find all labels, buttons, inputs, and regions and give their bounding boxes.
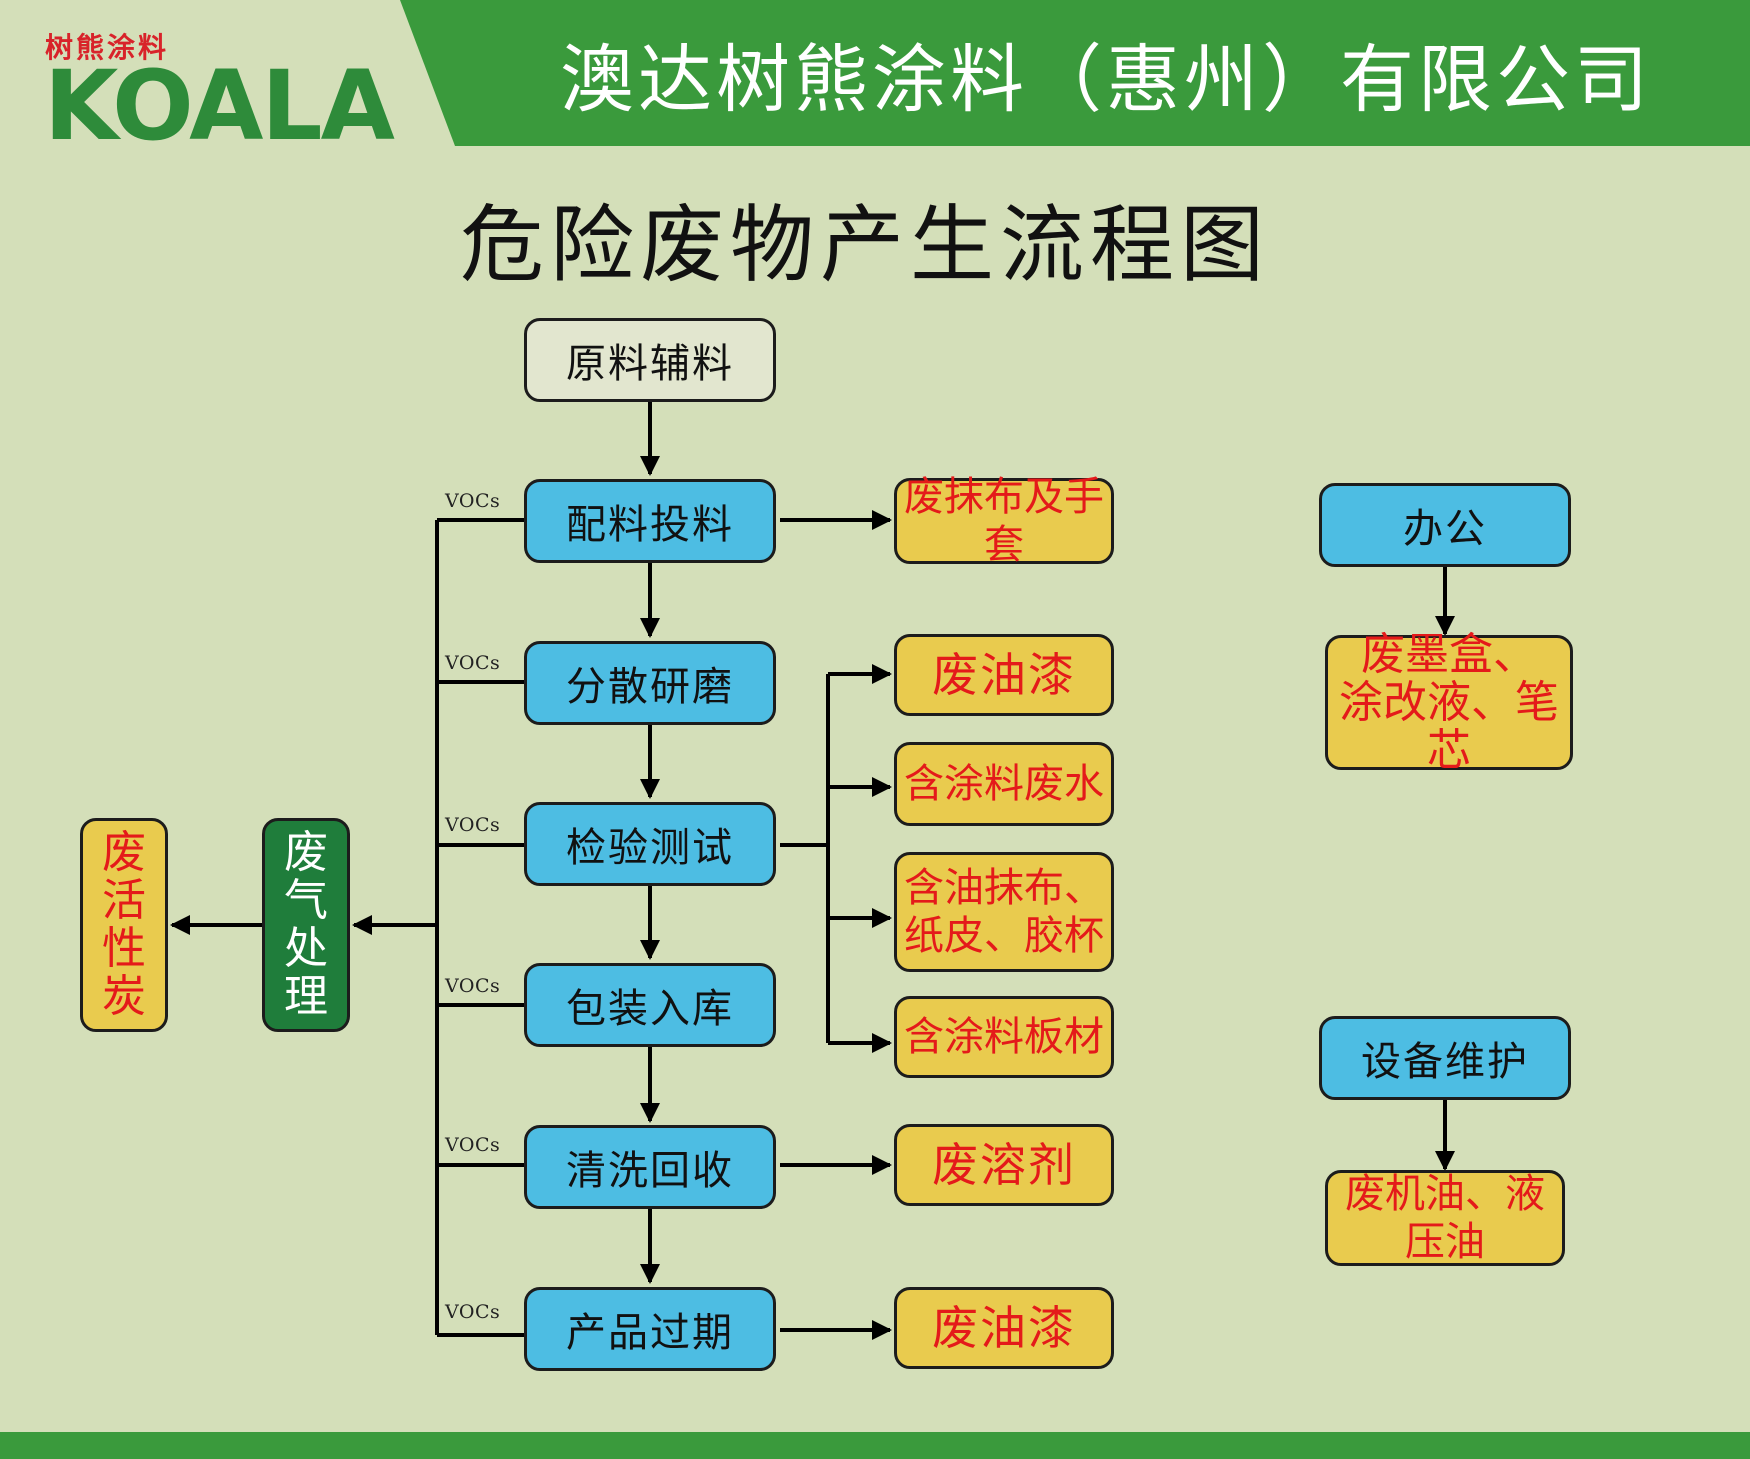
chart-title: 危险废物产生流程图	[460, 196, 1271, 294]
waste-label-line1: 含油抹布、	[904, 865, 1104, 911]
node-waste-activated-carbon: 废 活 性 炭	[80, 818, 168, 1032]
waste-label: 废油漆	[932, 648, 1076, 702]
node-step-batching: 配料投料	[524, 479, 776, 563]
node-label: 分散研磨	[566, 664, 734, 710]
waste-paint: 废油漆	[894, 634, 1114, 716]
node-step-cleaning: 清洗回收	[524, 1125, 776, 1209]
node-label: 原料辅料	[566, 341, 734, 387]
vocs-label: VOCs	[445, 1134, 501, 1156]
node-office: 办公	[1319, 483, 1571, 567]
waste-label-line2: 纸皮、胶杯	[904, 913, 1104, 959]
header-banner	[400, 0, 1750, 146]
node-step-expired: 产品过期	[524, 1287, 776, 1371]
footer-bar	[0, 1432, 1750, 1459]
node-step-testing: 检验测试	[524, 802, 776, 886]
node-equipment-maintenance: 设备维护	[1319, 1016, 1571, 1100]
waste-label: 废油漆	[932, 1301, 1076, 1355]
gas-char: 气	[284, 875, 328, 926]
waste-office-supplies: 废墨盒、 涂改液、笔芯	[1325, 630, 1573, 774]
vocs-label: VOCs	[445, 814, 501, 836]
node-label: 设备维护	[1361, 1039, 1529, 1085]
vocs-label: VOCs	[445, 490, 501, 512]
waste-solvent: 废溶剂	[894, 1124, 1114, 1206]
waste-coating-wastewater: 含涂料废水	[894, 742, 1114, 826]
waste-label: 含涂料板材	[904, 1014, 1104, 1060]
node-raw-materials: 原料辅料	[524, 318, 776, 402]
koala-logo: KOALA	[44, 50, 395, 162]
node-step-packaging: 包装入库	[524, 963, 776, 1047]
gas-char: 废	[284, 827, 328, 878]
waste-rags-gloves: 废抹布及手套	[894, 474, 1114, 568]
node-step-grinding: 分散研磨	[524, 641, 776, 725]
gas-char: 理	[284, 971, 328, 1022]
waste-oily-rags-cups: 含油抹布、 纸皮、胶杯	[894, 852, 1114, 972]
carbon-char: 活	[102, 875, 146, 926]
carbon-char: 废	[102, 827, 146, 878]
node-label: 产品过期	[566, 1310, 734, 1356]
carbon-char: 性	[102, 923, 146, 974]
waste-coated-boards: 含涂料板材	[894, 996, 1114, 1078]
vocs-label: VOCs	[445, 1301, 501, 1323]
gas-char: 处	[284, 923, 328, 974]
waste-label: 废抹布及手套	[904, 474, 1104, 568]
waste-label: 废溶剂	[932, 1138, 1076, 1192]
company-name: 澳达树熊涂料（惠州）有限公司	[560, 37, 1652, 123]
waste-label-line1: 废墨盒、	[1361, 628, 1537, 680]
waste-machine-oil: 废机油、液压油	[1325, 1170, 1565, 1266]
node-label: 办公	[1403, 506, 1487, 552]
logo-chinese-text: 树熊涂料	[45, 31, 170, 64]
waste-label-line2: 涂改液、笔芯	[1339, 676, 1559, 776]
node-label: 配料投料	[566, 502, 734, 548]
waste-label: 废机油、液压油	[1345, 1171, 1545, 1265]
vocs-label: VOCs	[445, 652, 501, 674]
vocs-label: VOCs	[445, 975, 501, 997]
node-label: 包装入库	[566, 986, 734, 1032]
node-label: 清洗回收	[566, 1148, 734, 1194]
node-label: 检验测试	[566, 825, 734, 871]
waste-label: 含涂料废水	[904, 761, 1104, 807]
node-gas-treatment: 废 气 处 理	[262, 818, 350, 1032]
waste-expired-paint: 废油漆	[894, 1287, 1114, 1369]
carbon-char: 炭	[102, 971, 146, 1022]
